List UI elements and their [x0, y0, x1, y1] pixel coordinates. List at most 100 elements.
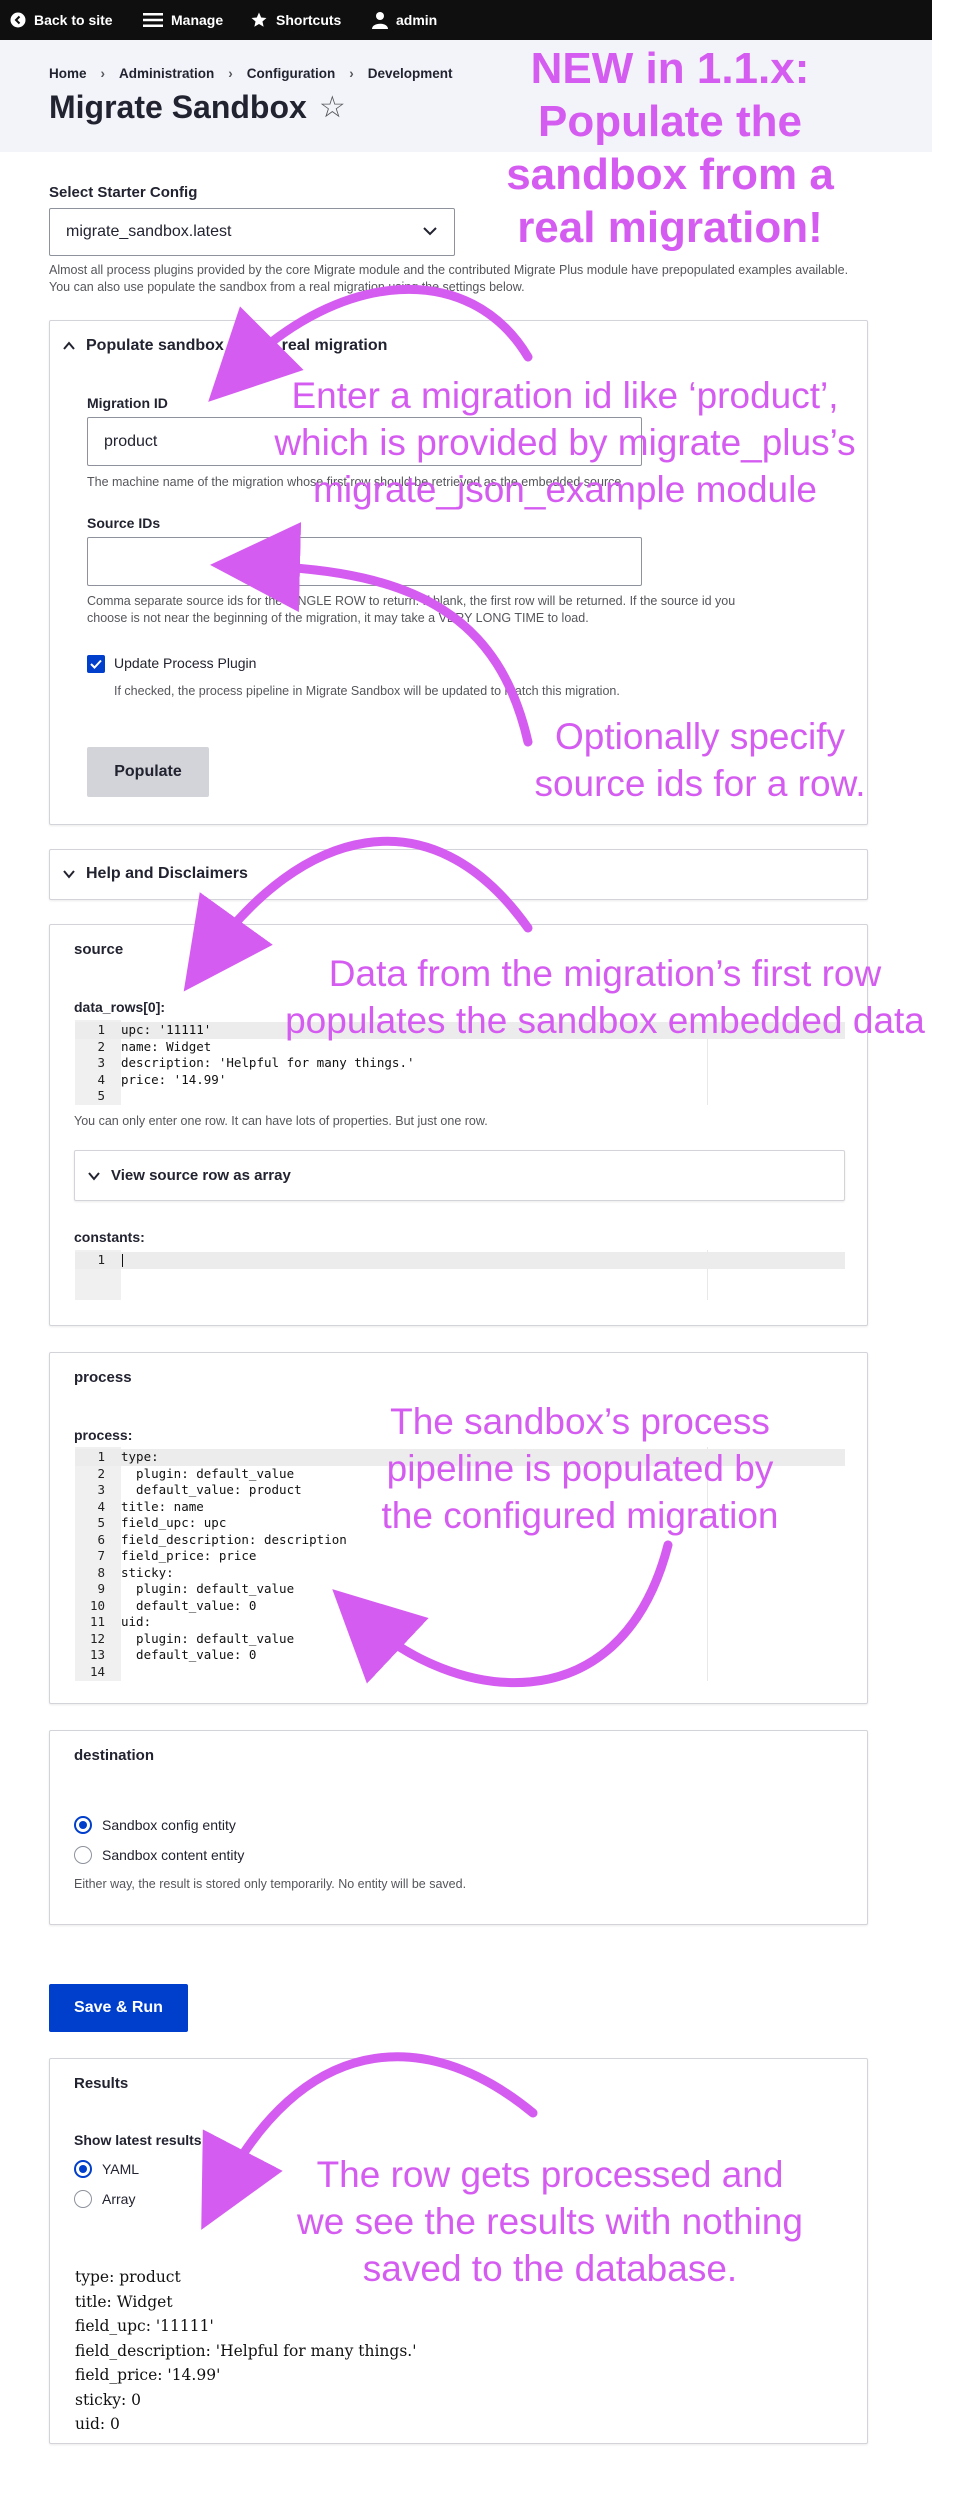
chevron-down-icon — [422, 223, 438, 244]
annotation-process: The sandbox’s process pipeline is popula… — [381, 1401, 779, 1536]
back-to-site-label: Back to site — [34, 12, 113, 28]
populate-panel-title: Populate sandbox from a real migration — [86, 337, 388, 354]
starter-config-description: Almost all process plugins provided by t… — [49, 263, 849, 294]
admin-toolbar: Back to site Manage Shortcuts admin — [0, 0, 932, 40]
starter-config-value: migrate_sandbox.latest — [66, 223, 232, 240]
manage-link[interactable]: Manage — [143, 0, 223, 40]
radio-config-entity[interactable] — [74, 1816, 92, 1834]
destination-description: Either way, the result is stored only te… — [74, 1877, 467, 1891]
user-icon — [372, 11, 388, 29]
breadcrumb-development[interactable]: Development — [367, 66, 453, 81]
shortcut-star-icon[interactable]: ☆ — [318, 91, 346, 124]
code-line: 13 default_value: 0 — [89, 1647, 257, 1662]
destination-panel-title: destination — [74, 1747, 155, 1764]
shortcuts-label: Shortcuts — [276, 12, 342, 28]
data-rows-label: data_rows[0]: — [74, 999, 166, 1015]
source-ids-description-line1: Comma separate source ids for the SINGLE… — [87, 594, 736, 608]
destination-panel: destination Sandbox config entity Sandbo… — [49, 1730, 868, 1925]
chevron-up-icon — [62, 339, 76, 353]
source-ids-description-line2: choose is not near the beginning of the … — [87, 611, 589, 625]
code-line: 1 — [75, 1252, 845, 1269]
constants-label: constants: — [74, 1229, 145, 1245]
breadcrumb-home[interactable]: Home — [49, 66, 87, 81]
help-panel: Help and Disclaimers — [49, 849, 868, 900]
migration-id-value: product — [104, 432, 158, 450]
radio-results-yaml-label[interactable]: YAML — [102, 2161, 140, 2177]
process-panel-title: process — [74, 1369, 132, 1386]
editor-print-margin — [707, 1020, 708, 1105]
back-to-site-link[interactable]: Back to site — [10, 0, 113, 40]
back-arrow-icon — [10, 12, 26, 28]
chevron-down-icon — [62, 867, 76, 881]
migration-id-input[interactable]: product — [87, 417, 642, 466]
breadcrumb-separator: › — [228, 66, 233, 81]
chevron-down-icon — [87, 1169, 101, 1183]
results-output: type: product title: Widget field_upc: '… — [75, 2268, 417, 2433]
code-line: 10 default_value: 0 — [89, 1597, 257, 1613]
data-rows-description: You can only enter one row. It can have … — [74, 1114, 488, 1128]
populate-button[interactable]: Populate — [87, 747, 209, 797]
update-process-label[interactable]: Update Process Plugin — [114, 655, 257, 671]
radio-content-entity[interactable] — [74, 1846, 92, 1864]
editor-gutter — [75, 1447, 121, 1681]
results-panel-title: Results — [74, 2075, 129, 2092]
code-line: 5 — [97, 1088, 105, 1103]
page-title: Migrate Sandbox ☆ — [49, 89, 346, 126]
radio-results-array[interactable] — [74, 2190, 92, 2208]
radio-config-entity-label[interactable]: Sandbox config entity — [102, 1817, 236, 1833]
code-line: 9 plugin: default_value — [97, 1581, 295, 1596]
migration-id-label: Migration ID — [87, 395, 168, 411]
annotation-source-ids: Optionally specify source ids for a row. — [534, 716, 866, 804]
annotation-data-row: Data from the migration’s first row popu… — [285, 953, 925, 1041]
help-panel-toggle[interactable]: Help and Disclaimers — [62, 865, 248, 883]
view-as-array-toggle[interactable]: View source row as array — [87, 1167, 291, 1184]
populate-panel-toggle[interactable]: Populate sandbox from a real migration — [62, 337, 387, 355]
save-run-button[interactable]: Save & Run — [49, 1984, 188, 2032]
text-cursor — [122, 1254, 123, 1267]
view-as-array-details: View source row as array — [74, 1150, 845, 1201]
shortcuts-link[interactable]: Shortcuts — [250, 0, 341, 40]
source-ids-input[interactable] — [87, 537, 642, 586]
radio-results-array-label[interactable]: Array — [102, 2191, 136, 2207]
source-ids-label: Source IDs — [87, 515, 161, 531]
breadcrumb-administration[interactable]: Administration — [119, 66, 215, 81]
page-title-text: Migrate Sandbox — [49, 89, 307, 125]
code-line: 12 plugin: default_value — [89, 1630, 295, 1646]
starter-config-select[interactable]: migrate_sandbox.latest — [49, 208, 455, 256]
manage-label: Manage — [171, 12, 224, 28]
code-line: 3 default_value: product — [97, 1482, 302, 1497]
checkmark-icon — [90, 659, 102, 669]
star-icon — [250, 11, 268, 29]
code-line: 14 — [89, 1663, 105, 1679]
breadcrumb: Home › Administration › Configuration › … — [49, 66, 453, 81]
update-process-checkbox[interactable] — [87, 655, 105, 673]
page-header: Home › Administration › Configuration › … — [0, 40, 932, 152]
breadcrumb-configuration[interactable]: Configuration — [246, 66, 336, 81]
help-panel-title: Help and Disclaimers — [86, 865, 248, 882]
annotation-new-feature: NEW in 1.1.x: Populate the sandbox from … — [506, 44, 834, 252]
user-label: admin — [396, 12, 438, 28]
code-line: 2 plugin: default_value — [97, 1465, 295, 1481]
radio-content-entity-label[interactable]: Sandbox content entity — [102, 1847, 245, 1863]
view-as-array-label: View source row as array — [111, 1167, 291, 1184]
user-menu[interactable]: admin — [372, 0, 437, 40]
radio-results-yaml[interactable] — [74, 2160, 92, 2178]
editor-print-margin — [707, 1447, 708, 1681]
migration-id-description: The machine name of the migration whose … — [87, 475, 625, 489]
constants-editor[interactable]: 1 — [75, 1250, 845, 1300]
source-panel-title: source — [74, 941, 124, 958]
breadcrumb-separator: › — [100, 66, 106, 81]
